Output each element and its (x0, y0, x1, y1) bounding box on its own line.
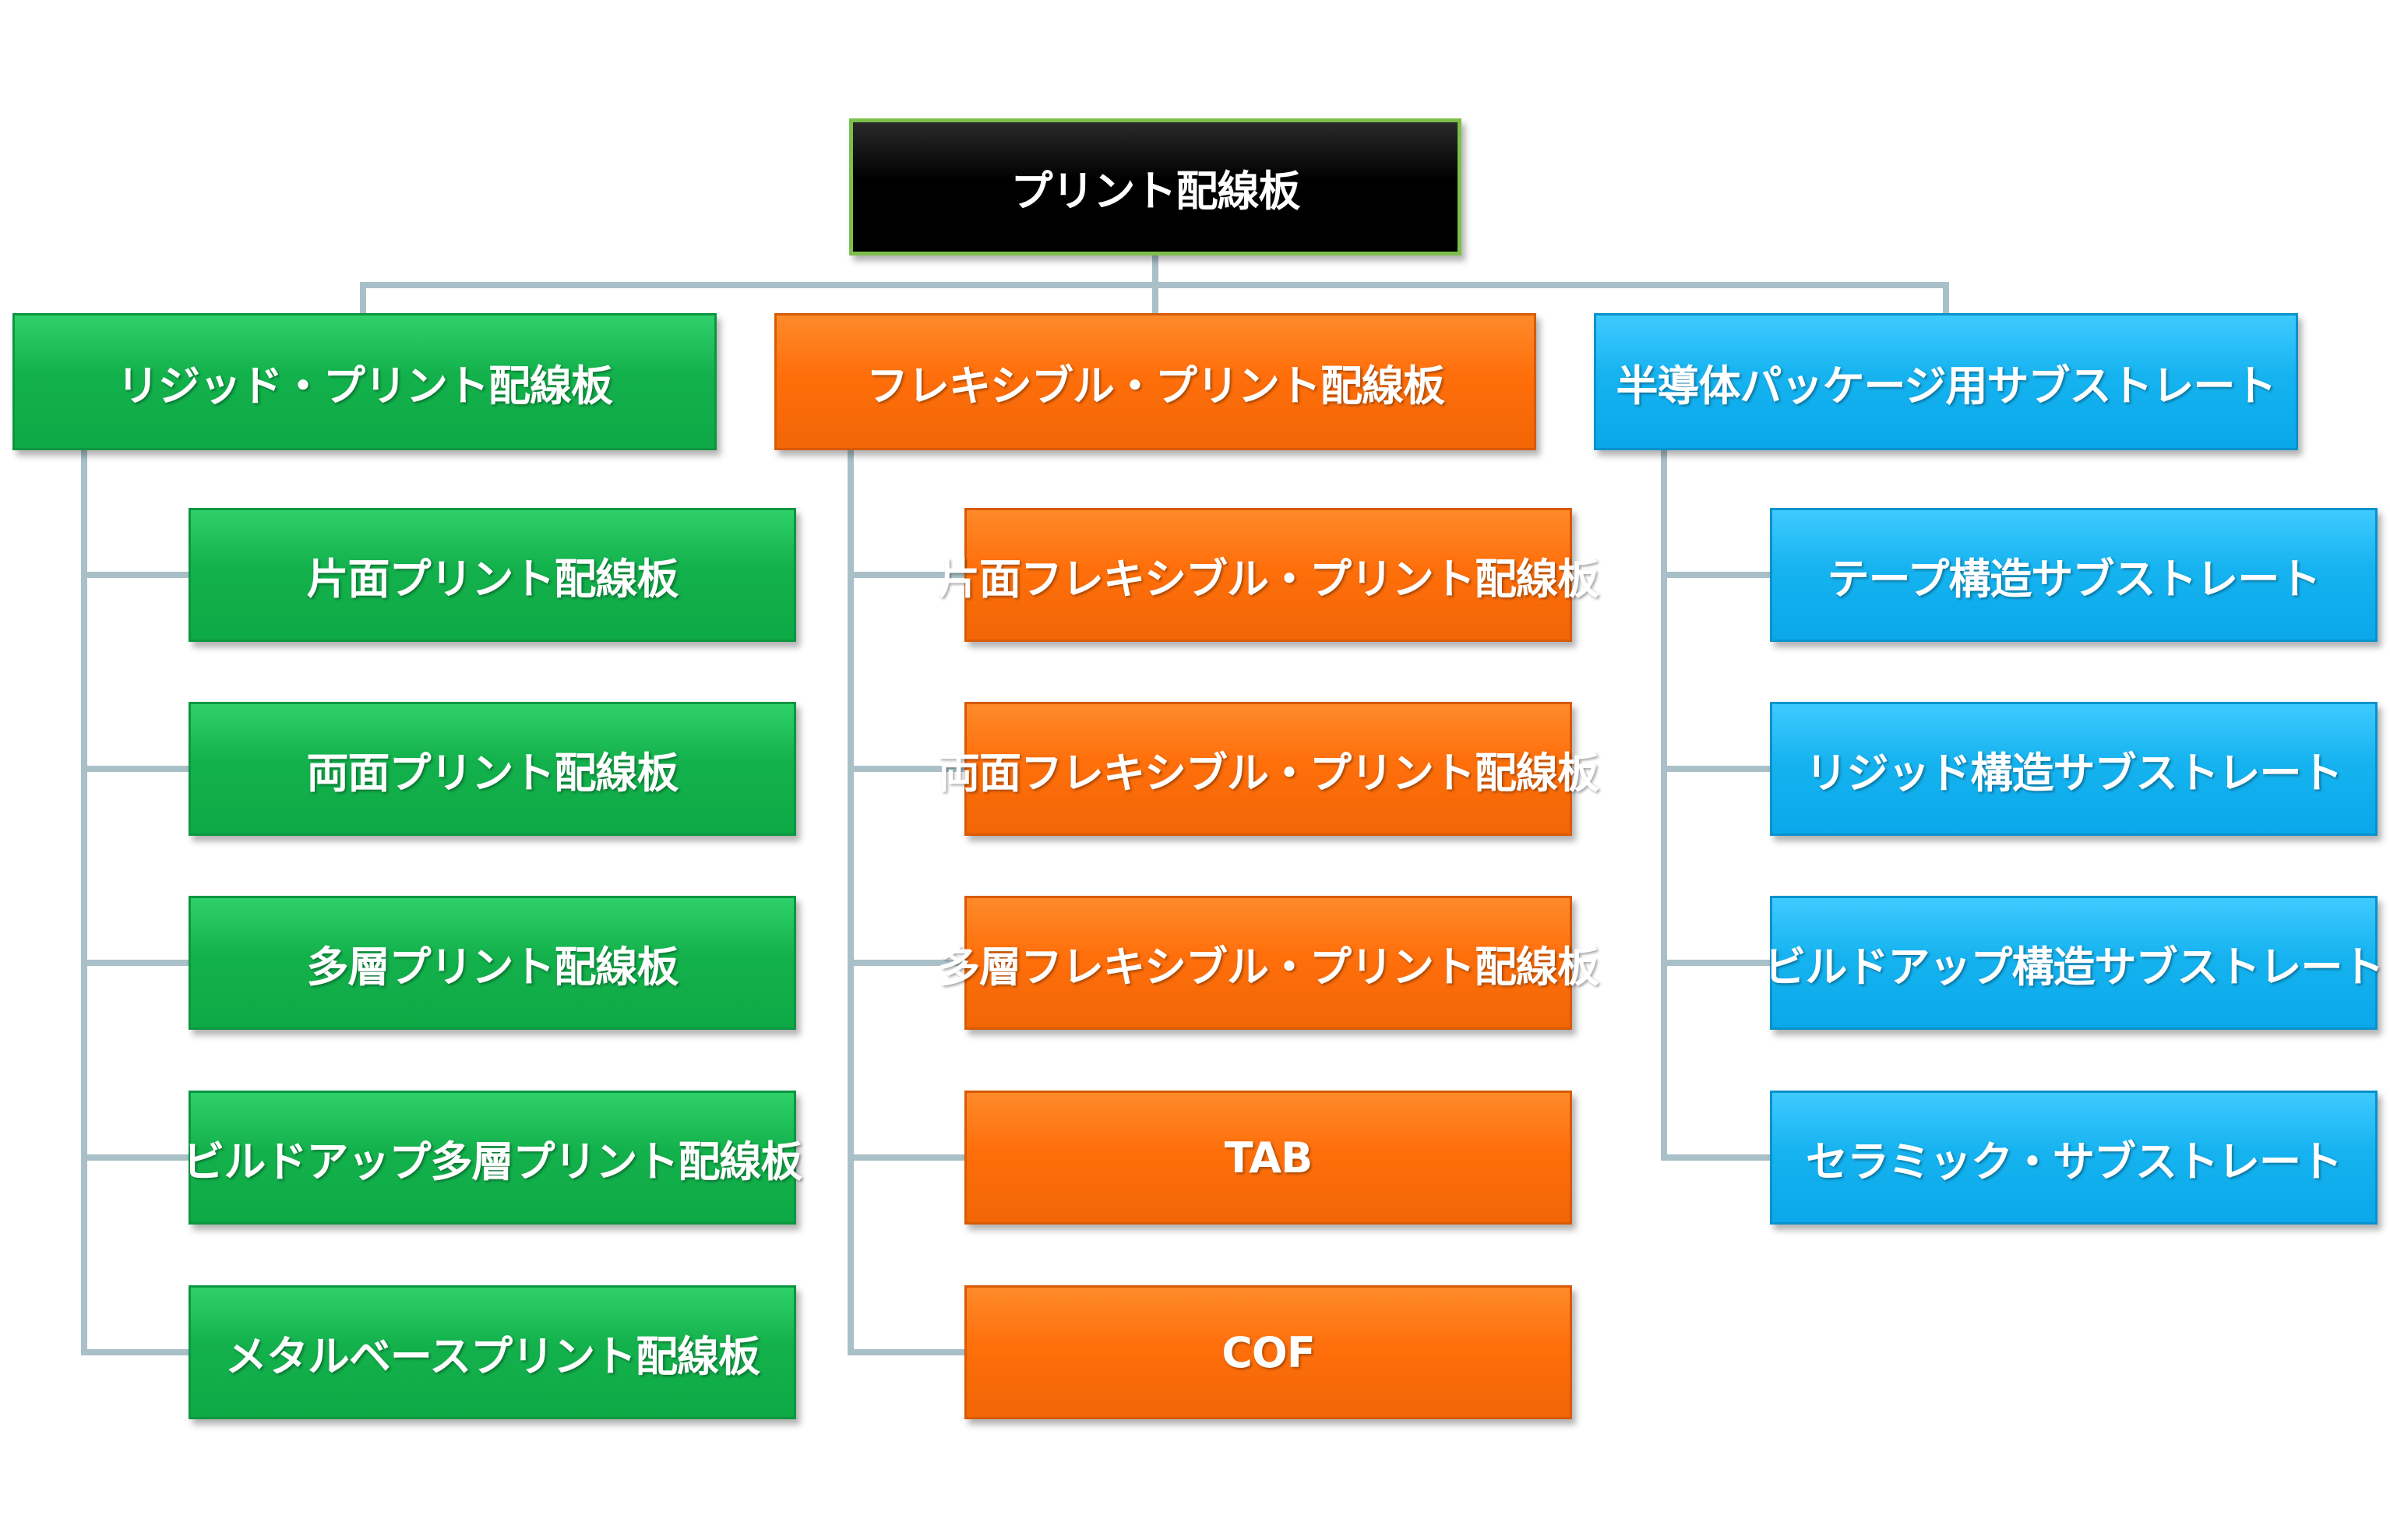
child-node: 片面フレキシブル・プリント配線板 (938, 508, 1599, 642)
category-label: リジッド・プリント配線板 (117, 361, 613, 411)
child-label: COF (1221, 1327, 1315, 1377)
category-flexible-pcb: フレキシブル・プリント配線板 (774, 313, 1536, 450)
root-node-label: プリント配線板 (1010, 166, 1301, 216)
child-node: 両面フレキシブル・プリント配線板 (938, 702, 1599, 836)
category-rigid-pcb: リジッド・プリント配線板 (12, 313, 717, 450)
child-node: 多層プリント配線板 (189, 896, 796, 1030)
child-node: 片面プリント配線板 (189, 508, 796, 642)
child-node: テープ構造サブストレート (1770, 508, 2378, 642)
child-label: 多層フレキシブル・プリント配線板 (938, 942, 1599, 992)
child-label: 両面プリント配線板 (306, 748, 679, 798)
child-label: ビルドアップ構造サブストレート (1764, 942, 2385, 992)
child-node: メタルベースプリント配線板 (189, 1285, 796, 1419)
category-label: 半導体パッケージ用サブストレート (1616, 361, 2277, 411)
child-node: リジッド構造サブストレート (1770, 702, 2378, 836)
child-label: 片面プリント配線板 (306, 554, 679, 604)
category-label: フレキシブル・プリント配線板 (866, 361, 1445, 411)
child-node: ビルドアップ構造サブストレート (1764, 896, 2385, 1030)
child-node: ビルドアップ多層プリント配線板 (183, 1091, 803, 1225)
child-label: 片面フレキシブル・プリント配線板 (938, 554, 1599, 604)
child-node: COF (964, 1285, 1572, 1419)
child-node: 多層フレキシブル・プリント配線板 (938, 896, 1599, 1030)
child-label: テープ構造サブストレート (1827, 554, 2321, 604)
child-label: メタルベースプリント配線板 (224, 1331, 760, 1381)
root-node: プリント配線板 (849, 118, 1461, 255)
child-node: セラミック・サブストレート (1770, 1091, 2378, 1225)
child-label: セラミック・サブストレート (1806, 1136, 2342, 1186)
child-label: ビルドアップ多層プリント配線板 (182, 1136, 803, 1186)
child-label: 両面フレキシブル・プリント配線板 (938, 748, 1599, 798)
child-label: リジッド構造サブストレート (1805, 748, 2343, 798)
child-label: TAB (1224, 1133, 1313, 1182)
child-node: TAB (964, 1091, 1572, 1225)
child-node: 両面プリント配線板 (189, 702, 796, 836)
category-package-substrate: 半導体パッケージ用サブストレート (1594, 313, 2298, 450)
child-label: 多層プリント配線板 (306, 942, 679, 992)
